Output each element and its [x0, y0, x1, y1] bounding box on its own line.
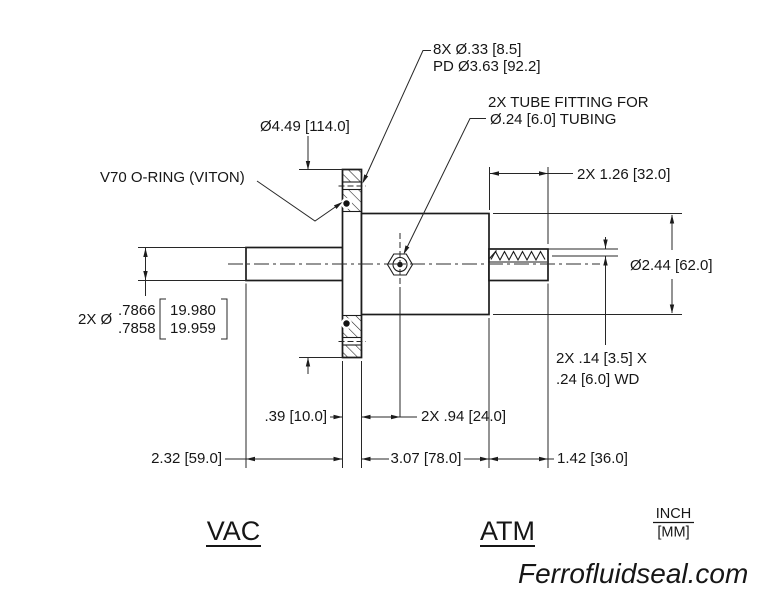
label-body-od: Ø2.44 [62.0]: [630, 257, 713, 274]
label-vac-side: VAC: [207, 516, 261, 546]
dim-flange-od: [299, 136, 343, 374]
oring-bottom: [343, 320, 350, 327]
flange-hatch-top: [341, 168, 363, 183]
callout-bolt-circle-line1: 8X Ø.33 [8.5]: [433, 41, 521, 58]
label-shaft-extension: 2X 1.26 [32.0]: [577, 166, 670, 183]
label-right-length: 1.42 [36.0]: [557, 450, 628, 467]
label-units-mm: [MM]: [657, 525, 689, 541]
bore-mm-upper: 19.980: [170, 302, 216, 319]
brand-wordmark: Ferrofluidseal.com: [518, 558, 748, 589]
bore-brackets: [159, 298, 228, 340]
leader-tube-fitting: [403, 118, 486, 255]
dim-shaft-extension: [489, 167, 573, 244]
dim-left-length: [225, 456, 343, 462]
label-groove-line2: .24 [6.0] WD: [556, 371, 640, 388]
label-fitting-offset: 2X .94 [24.0]: [421, 408, 506, 425]
dim-bore: [138, 247, 247, 296]
bore-in-upper: .7866: [118, 302, 156, 319]
bore-in-lower: .7858: [118, 320, 156, 337]
atm-shaft: [488, 248, 549, 282]
label-body-length: 3.07 [78.0]: [391, 450, 462, 467]
leader-oring: [256, 180, 343, 222]
dim-groove: [548, 237, 618, 345]
callout-tube-fitting-line2: Ø.24 [6.0] TUBING: [490, 111, 616, 128]
extension-lines: [245, 283, 549, 468]
shaft-chamfer: [489, 250, 497, 259]
label-groove-line1: 2X .14 [3.5] X: [556, 350, 647, 367]
callout-tube-fitting-line1: 2X TUBE FITTING FOR: [488, 94, 649, 111]
leader-bolt-circle: [362, 50, 431, 184]
label-oring: V70 O-RING (VITON): [100, 169, 245, 186]
flange-hatch-bottom: [341, 344, 363, 359]
label-atm-side: ATM: [480, 516, 535, 546]
dim-right-length: [489, 456, 554, 462]
label-left-length: 2.32 [59.0]: [151, 450, 222, 467]
bore-prefix: 2X Ø: [78, 311, 113, 328]
dim-body-od: [493, 213, 682, 315]
label-flange-od: Ø4.49 [114.0]: [260, 118, 350, 135]
label-units-inch: INCH: [656, 506, 691, 522]
dim-body-length: [361, 456, 489, 462]
oring-top: [343, 200, 350, 207]
dim-flange-thickness: [330, 414, 343, 420]
shaft-groove-knurl: [490, 250, 546, 262]
bore-mm-lower: 19.959: [170, 320, 216, 337]
dim-fitting-offset: [361, 414, 417, 420]
callout-bolt-circle-line2: PD Ø3.63 [92.2]: [433, 58, 541, 75]
label-flange-thickness: .39 [10.0]: [264, 408, 327, 425]
